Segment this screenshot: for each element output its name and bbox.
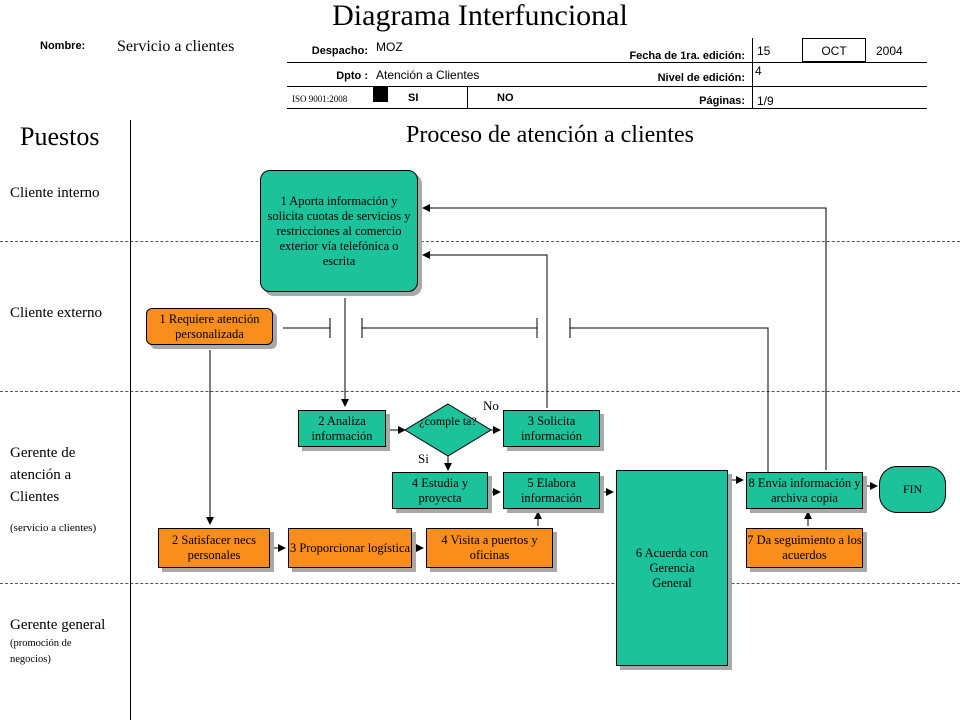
nombre-label: Nombre: (40, 40, 86, 52)
si-no-divider (467, 87, 468, 108)
decision-si-label: Si (418, 451, 429, 466)
node-estudia-proyecta: 4 Estudia y proyecta (392, 472, 488, 509)
header-divider-2 (287, 86, 927, 87)
fecha-divider (752, 38, 753, 108)
node-aporta-informacion: 1 Aporta información y solicita cuotas d… (260, 170, 418, 292)
role-gerente-general-sub: (promoción de negocios) (10, 638, 72, 665)
arrow-solicita-cliente-externo (570, 327, 769, 472)
process-title: Proceso de atención a clientes (406, 122, 694, 148)
node-acuerda-gerencia: 6 Acuerda con Gerencia General (616, 470, 728, 666)
iso-checkbox-si (373, 87, 388, 102)
lane-divider-3 (0, 583, 960, 584)
arrow-envia-aporta (422, 204, 827, 470)
puestos-title: Puestos (20, 122, 100, 151)
lane-divider-1 (0, 241, 960, 242)
fecha-year: 2004 (876, 44, 903, 58)
role-cliente-externo: Cliente externo (10, 305, 103, 321)
lane-separator (130, 120, 131, 720)
si-label: SI (408, 92, 419, 104)
lane-divider-2 (0, 391, 960, 392)
no-label: NO (497, 92, 514, 104)
node-proporcionar-logistica: 3 Proporcionar logística (288, 528, 412, 568)
node-acuerda-gerencia-text: 6 Acuerda con Gerencia General (635, 545, 709, 590)
node-satisfacer-necesidades: 2 Satisfacer necs personales (158, 528, 270, 568)
node-elabora-informacion: 5 Elabora información (503, 472, 600, 509)
header-divider-3 (287, 108, 927, 109)
fecha-day: 15 (757, 44, 771, 58)
nivel-label: Nivel de edición: (657, 72, 745, 84)
node-solicita-informacion: 3 Solicita información (503, 410, 600, 447)
role-gerente-atencion-sub: (servicio a clientes) (10, 522, 97, 534)
decision-diamond (404, 403, 492, 457)
decision-text: ¿comple ta? (419, 414, 477, 428)
header-divider-1 (287, 62, 927, 63)
fecha-label: Fecha de 1ra. edición: (629, 50, 745, 62)
role-cliente-interno: Cliente interno (10, 185, 100, 201)
decision-no-label: No (483, 398, 499, 413)
dpto-value: Atención a Clientes (376, 68, 480, 82)
diagram-title: Diagrama Interfuncional (332, 0, 628, 32)
despacho-label: Despacho: (311, 45, 368, 57)
node-envia-informacion: 8 Envía información y archiva copia (746, 472, 863, 509)
nivel-value: 4 (755, 64, 762, 78)
paginas-value: 1/9 (757, 94, 774, 108)
node-fin: FIN (879, 466, 946, 513)
paginas-label: Páginas: (699, 95, 745, 107)
iso-label: ISO 9001:2008 (292, 94, 348, 104)
dpto-label: Dpto : (336, 70, 368, 82)
node-seguimiento-acuerdos: 7 Da seguimiento a los acuerdos (746, 528, 863, 568)
arrow-solicita-aporta (422, 251, 548, 408)
despacho-value: MOZ (376, 40, 403, 54)
node-requiere-atencion: 1 Requiere atención personalizada (146, 308, 273, 345)
role-gerente-atencion: Gerente de atención a Clientes (10, 445, 76, 505)
nombre-value: Servicio a clientes (117, 38, 235, 55)
node-visita-puertos: 4 Visita a puertos y oficinas (426, 528, 553, 568)
role-gerente-general: Gerente general (10, 617, 106, 633)
fecha-month: OCT (821, 44, 847, 58)
fecha-month-box: OCT (802, 38, 866, 62)
node-analiza-informacion: 2 Analiza información (298, 410, 386, 447)
